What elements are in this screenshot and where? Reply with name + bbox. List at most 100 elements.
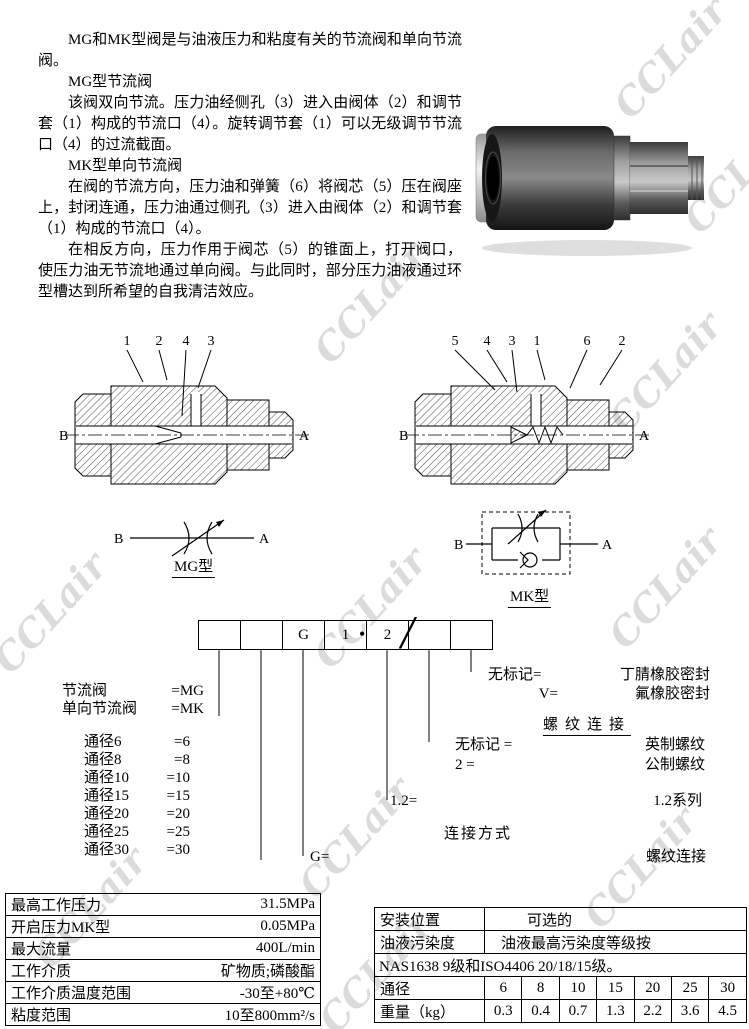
bore-size-row: 通径6 =6 (84, 733, 190, 751)
weight-value: 0.7 (558, 999, 598, 1023)
spec-value: 0.05MPa (163, 915, 321, 938)
option-label: 节流阀 (62, 683, 108, 699)
spec-table-left: 最高工作压力 31.5MPa 开启压力MK型 0.05MPa 最大流量 400L… (5, 893, 321, 1026)
section-heading-mg: MG型节流阀 (68, 74, 153, 90)
spec-label: 通径 (374, 976, 485, 1000)
option-value: =MK (171, 701, 204, 717)
weight-value: 3.6 (670, 999, 710, 1023)
option-value: =6 (174, 734, 190, 750)
mk-caption: MK型 (508, 585, 552, 608)
seal-row: 无标记= 丁腈橡胶密封 (488, 666, 710, 685)
bore-size-row: 通径10 =10 (84, 769, 190, 787)
option-value: 1.2系列 (653, 793, 702, 809)
option-label: 单向节流阀 (62, 701, 138, 717)
option-value: 丁腈橡胶密封 (619, 667, 710, 683)
spec-value: 油液最高污染度等级按 (484, 930, 747, 954)
option-label: 无标记= (488, 667, 542, 683)
product-photo (475, 126, 704, 256)
port-label-b: B (114, 532, 123, 547)
code-box: 1 (325, 620, 367, 650)
mg-symbol: B A (114, 519, 270, 557)
mg-caption: MG型 (172, 555, 216, 578)
part-number: 2 (156, 334, 163, 349)
table-row: 最高工作压力 31.5MPa (5, 893, 321, 916)
spec-label: 最高工作压力 (5, 893, 163, 916)
code-box (451, 620, 493, 650)
option-label: 无标记 = (455, 737, 513, 753)
weight-value: 0.3 (483, 999, 523, 1023)
table-row: 最大流量 400L/min (5, 937, 321, 960)
option-label: G= (310, 849, 330, 865)
option-value: =15 (166, 788, 190, 804)
bore-size-row: 通径20 =20 (84, 805, 190, 823)
option-label: 通径25 (84, 824, 130, 840)
option-label: V= (538, 686, 558, 702)
port-label-a: A (602, 538, 613, 553)
table-row: NAS1638 9级和ISO4406 20/18/15级。 (374, 953, 747, 977)
connection-heading: 连接方式 (444, 826, 513, 842)
dn-value: 15 (596, 976, 635, 1000)
spec-label: 重量（kg） (374, 999, 485, 1023)
bore-size-group: 通径6 =6 通径8 =8 通径10 =10 通径15 =15 通径20 =20… (84, 733, 190, 859)
port-label-a: A (259, 532, 270, 547)
intro-paragraph: 在相反方向，压力作用于阀芯（5）的锥面上，打开阀口，使压力油无节流地通过单向阀。… (38, 242, 462, 300)
dn-value: 30 (708, 976, 747, 1000)
option-label: 通径8 (84, 752, 122, 768)
code-box (409, 620, 451, 650)
connection-row: G= 螺纹连接 (310, 848, 706, 867)
option-value: =20 (166, 806, 190, 822)
mk-symbol: B A (454, 509, 613, 575)
valve-type-row: 单向节流阀 =MK (62, 700, 204, 718)
dn-value: 8 (521, 976, 560, 1000)
spec-label: 安装位置 (374, 907, 485, 931)
thread-row: 无标记 = 英制螺纹 (455, 736, 705, 755)
table-row: 通径 6 8 10 15 20 25 30 (374, 976, 747, 1000)
spec-label: 油液污染度 (374, 930, 485, 954)
bore-size-row: 通径8 =8 (84, 751, 190, 769)
option-value: =8 (174, 752, 190, 768)
mg-bore-detail (76, 394, 292, 445)
spec-label: 工作介质 (5, 959, 163, 982)
part-number: 3 (208, 334, 215, 349)
bore-size-row: 通径25 =25 (84, 823, 190, 841)
option-label: 通径30 (84, 842, 130, 858)
weight-value: 4.5 (708, 999, 747, 1023)
code-box (241, 620, 283, 650)
option-label: 通径6 (84, 734, 122, 750)
thread-heading: 螺纹连接 (543, 713, 632, 736)
part-number: 6 (584, 334, 591, 349)
spec-value: 矿物质;磷酸酯 (163, 959, 321, 982)
part-number: 1 (124, 334, 131, 349)
code-box: G (283, 620, 325, 650)
mk-bore-detail (416, 394, 632, 445)
spec-label: 最大流量 (5, 937, 163, 960)
table-row: 油液污染度 油液最高污染度等级按 (374, 930, 747, 954)
valve-type-row: 节流阀 =MG (62, 682, 204, 700)
table-row: 安装位置 可选的 (374, 907, 747, 931)
dn-value: 10 (558, 976, 598, 1000)
code-separator-dot: • (359, 624, 366, 644)
valve-type-group: 节流阀 =MG 单向节流阀 =MK (62, 682, 204, 718)
dn-value: 20 (633, 976, 672, 1000)
spec-label: 工作介质温度范围 (5, 981, 163, 1004)
option-value: =10 (166, 770, 190, 786)
watermark: CCLair (0, 543, 116, 682)
weight-value: 0.4 (521, 999, 560, 1023)
series-row: 1.2= 1.2系列 (390, 792, 702, 811)
port-label-b: B (454, 538, 463, 553)
option-label: 通径15 (84, 788, 130, 804)
part-number: 1 (534, 334, 541, 349)
watermark: CCLair (304, 538, 436, 677)
part-number: 4 (484, 334, 491, 349)
table-row: 重量（kg） 0.3 0.4 0.7 1.3 2.2 3.6 4.5 (374, 999, 747, 1023)
table-row: 工作介质 矿物质;磷酸酯 (5, 959, 321, 982)
port-label-b: B (59, 429, 68, 444)
intro-paragraph: 该阀双向节流。压力油经侧孔（3）进入由阀体（2）和调节套（1）构成的节流口（4）… (38, 95, 462, 153)
mk-section-diagram: 5 4 3 1 6 2 B A (399, 334, 650, 485)
spec-table-right: 安装位置 可选的 油液污染度 油液最高污染度等级按 NAS1638 9级和ISO… (374, 907, 747, 1023)
port-label-a: A (299, 429, 310, 444)
option-value: 英制螺纹 (644, 737, 705, 753)
port-label-b: B (399, 429, 408, 444)
weight-value: 2.2 (633, 999, 672, 1023)
